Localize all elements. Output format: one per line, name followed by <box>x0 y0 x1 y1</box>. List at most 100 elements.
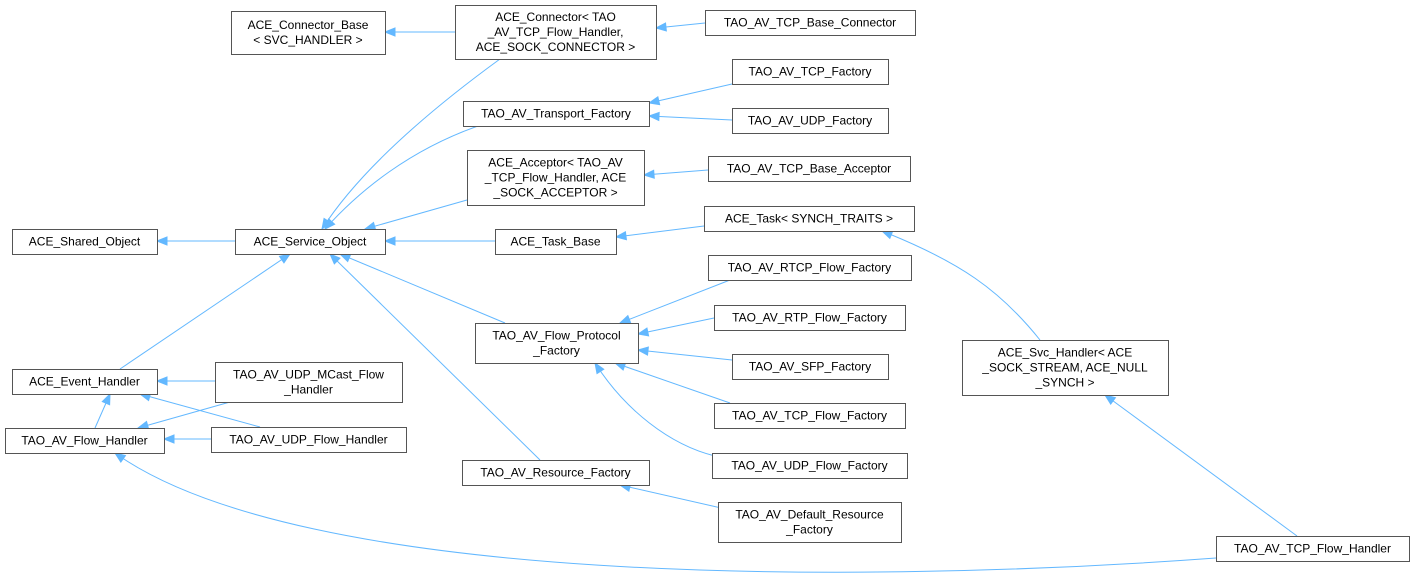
class-label-line: _AV_TCP_Flow_Handler, <box>487 25 624 39</box>
class-label-line: ACE_Task_Base <box>510 235 600 249</box>
class-node-tao-av-tcp-factory[interactable]: TAO_AV_TCP_Factory <box>732 59 889 85</box>
class-box <box>705 10 916 36</box>
class-node-tao-av-udp-flow-handler[interactable]: TAO_AV_UDP_Flow_Handler <box>211 427 407 453</box>
class-label-line: TAO_AV_Resource_Factory <box>480 466 630 480</box>
class-node-tao-av-rtp-flow-factory[interactable]: TAO_AV_RTP_Flow_Factory <box>714 305 906 331</box>
class-box <box>708 255 912 281</box>
edge-arrowhead <box>363 221 377 231</box>
class-label-line: TAO_AV_TCP_Base_Connector <box>724 16 896 30</box>
class-node-ace-event-handler[interactable]: ACE_Event_Handler <box>12 369 158 395</box>
edge-arrowhead <box>618 314 632 324</box>
edge-tao_av_transport_factory-to-ace_service_object <box>324 125 479 231</box>
edge-tao_av_rtcp_flow_factory-to-tao_av_flow_protocol_factory <box>618 279 731 324</box>
class-node-tao-av-resource-factory[interactable]: TAO_AV_Resource_Factory <box>462 460 650 486</box>
class-label-line: _TCP_Flow_Handler, ACE <box>484 171 626 185</box>
class-node-tao-av-udp-flow-factory[interactable]: TAO_AV_UDP_Flow_Factory <box>712 453 908 479</box>
edge-tao_av_tcp_factory-to-tao_av_transport_factory <box>647 83 733 106</box>
edge-line <box>329 253 541 461</box>
class-node-tao-av-rtcp-flow-factory[interactable]: TAO_AV_RTCP_Flow_Factory <box>708 255 912 281</box>
class-label-line: TAO_AV_SFP_Factory <box>749 360 871 374</box>
class-box <box>495 229 617 255</box>
class-box <box>215 362 403 403</box>
class-label-line: TAO_AV_RTCP_Flow_Factory <box>728 261 891 275</box>
edge-line <box>119 253 291 370</box>
edge-tao_av_flow_handler-to-ace_event_handler <box>94 392 111 429</box>
edge-line <box>619 279 731 324</box>
edge-arrowhead <box>278 253 292 264</box>
class-node-tao-av-tcp-flow-handler[interactable]: TAO_AV_TCP_Flow_Handler <box>1216 536 1410 562</box>
class-label-line: TAO_AV_TCP_Base_Acceptor <box>727 162 891 176</box>
edge-ace_event_handler-to-ace_service_object <box>119 253 292 370</box>
edge-tao_av_tcp_base_acceptor-to-ace_acceptor <box>642 169 709 179</box>
class-node-tao-av-udp-factory[interactable]: TAO_AV_UDP_Factory <box>732 108 889 134</box>
class-node-ace-task[interactable]: ACE_Task< SYNCH_TRAITS > <box>704 206 915 232</box>
class-node-ace-acceptor[interactable]: ACE_Acceptor< TAO_AV_TCP_Flow_Handler, A… <box>467 150 645 206</box>
class-label-line: ACE_Connector_Base <box>248 18 369 32</box>
edge-arrowhead <box>113 452 127 463</box>
class-node-ace-service-object[interactable]: ACE_Service_Object <box>235 229 386 255</box>
class-node-ace-task-base[interactable]: ACE_Task_Base <box>495 229 617 255</box>
class-label-line: ACE_Acceptor< TAO_AV <box>488 156 622 170</box>
class-label-line: ACE_Task< SYNCH_TRAITS > <box>725 212 893 226</box>
edge-arrowhead <box>101 392 111 406</box>
edge-line <box>137 401 231 429</box>
class-node-tao-av-flow-protocol-factory[interactable]: TAO_AV_Flow_Protocol_Factory <box>475 323 639 364</box>
class-label-line: ACE_Connector< TAO <box>495 10 616 24</box>
class-box <box>12 369 158 395</box>
class-label-line: _SYNCH > <box>1034 376 1094 390</box>
class-label-line: ACE_Event_Handler <box>29 375 140 389</box>
edge-arrowhead <box>636 327 650 337</box>
class-node-ace-svc-handler[interactable]: ACE_Svc_Handler< ACE_SOCK_STREAM, ACE_NU… <box>962 340 1169 396</box>
class-node-tao-av-tcp-flow-factory[interactable]: TAO_AV_TCP_Flow_Factory <box>714 403 906 429</box>
edge-tao_av_udp_flow_factory-to-tao_av_flow_protocol_factory <box>594 361 716 457</box>
class-node-tao-av-flow-handler[interactable]: TAO_AV_Flow_Handler <box>5 428 165 454</box>
class-box <box>467 150 645 206</box>
class-node-tao-av-udp-mcast-flow-handler[interactable]: TAO_AV_UDP_MCast_Flow_Handler <box>215 362 403 403</box>
edge-tao_av_udp_flow_handler-to-tao_av_flow_handler <box>162 434 211 444</box>
edge-arrowhead <box>880 230 894 240</box>
edge-tao_av_tcp_flow_handler-to-tao_av_flow_handler <box>113 452 1217 573</box>
class-node-ace-connector-base[interactable]: ACE_Connector_Base< SVC_HANDLER > <box>231 11 386 55</box>
class-label-line: TAO_AV_UDP_Flow_Factory <box>731 459 887 473</box>
class-node-tao-av-tcp-base-acceptor[interactable]: TAO_AV_TCP_Base_Acceptor <box>708 156 911 182</box>
class-label-line: TAO_AV_RTP_Flow_Factory <box>732 311 887 325</box>
class-box <box>12 229 158 255</box>
edge-ace_acceptor-to-ace_service_object <box>363 199 468 231</box>
class-box <box>718 502 902 543</box>
edge-tao_av_tcp_flow_handler-to-ace_svc_handler <box>1103 394 1298 537</box>
edge-arrowhead <box>1103 394 1117 406</box>
class-node-tao-av-tcp-base-connector[interactable]: TAO_AV_TCP_Base_Connector <box>705 10 916 36</box>
edge-arrowhead <box>324 218 336 231</box>
class-label-line: < SVC_HANDLER > <box>253 33 362 47</box>
class-box <box>704 206 915 232</box>
edge-ace_task-to-ace_task_base <box>614 225 705 241</box>
class-label-line: TAO_AV_UDP_MCast_Flow <box>233 368 384 382</box>
edge-ace_task_base-to-ace_service_object <box>383 236 495 246</box>
class-node-tao-av-default-resource-factory[interactable]: TAO_AV_Default_Resource_Factory <box>718 502 902 543</box>
class-label-line: ACE_Service_Object <box>254 235 367 249</box>
edge-arrowhead <box>647 111 660 122</box>
class-box <box>712 453 908 479</box>
class-label-line: _Factory <box>785 523 833 537</box>
edge-tao_av_tcp_flow_factory-to-tao_av_flow_protocol_factory <box>613 361 731 404</box>
class-label-line: TAO_AV_Flow_Protocol <box>492 329 620 343</box>
class-box <box>714 305 906 331</box>
class-label-line: ACE_Shared_Object <box>29 235 141 249</box>
edge-arrowhead <box>642 169 655 179</box>
edge-line <box>637 317 715 335</box>
edge-arrowhead <box>162 434 175 444</box>
edge-line <box>324 125 479 230</box>
edge-line <box>881 230 1041 341</box>
class-node-ace-shared-object[interactable]: ACE_Shared_Object <box>12 229 158 255</box>
class-label-line: TAO_AV_UDP_Flow_Handler <box>229 433 387 447</box>
edge-arrowhead <box>594 361 605 375</box>
class-box <box>732 108 889 134</box>
edges-layer <box>94 22 1298 573</box>
edge-tao_av_tcp_base_connector-to-ace_connector <box>654 22 706 32</box>
edge-tao_av_flow_protocol_factory-to-ace_service_object <box>338 253 506 324</box>
edge-line <box>648 115 733 121</box>
class-node-tao-av-transport-factory[interactable]: TAO_AV_Transport_Factory <box>463 101 650 127</box>
class-node-ace-connector[interactable]: ACE_Connector< TAO_AV_TCP_Flow_Handler,A… <box>455 5 657 60</box>
class-node-tao-av-sfp-factory[interactable]: TAO_AV_SFP_Factory <box>732 354 889 380</box>
class-box <box>714 403 906 429</box>
